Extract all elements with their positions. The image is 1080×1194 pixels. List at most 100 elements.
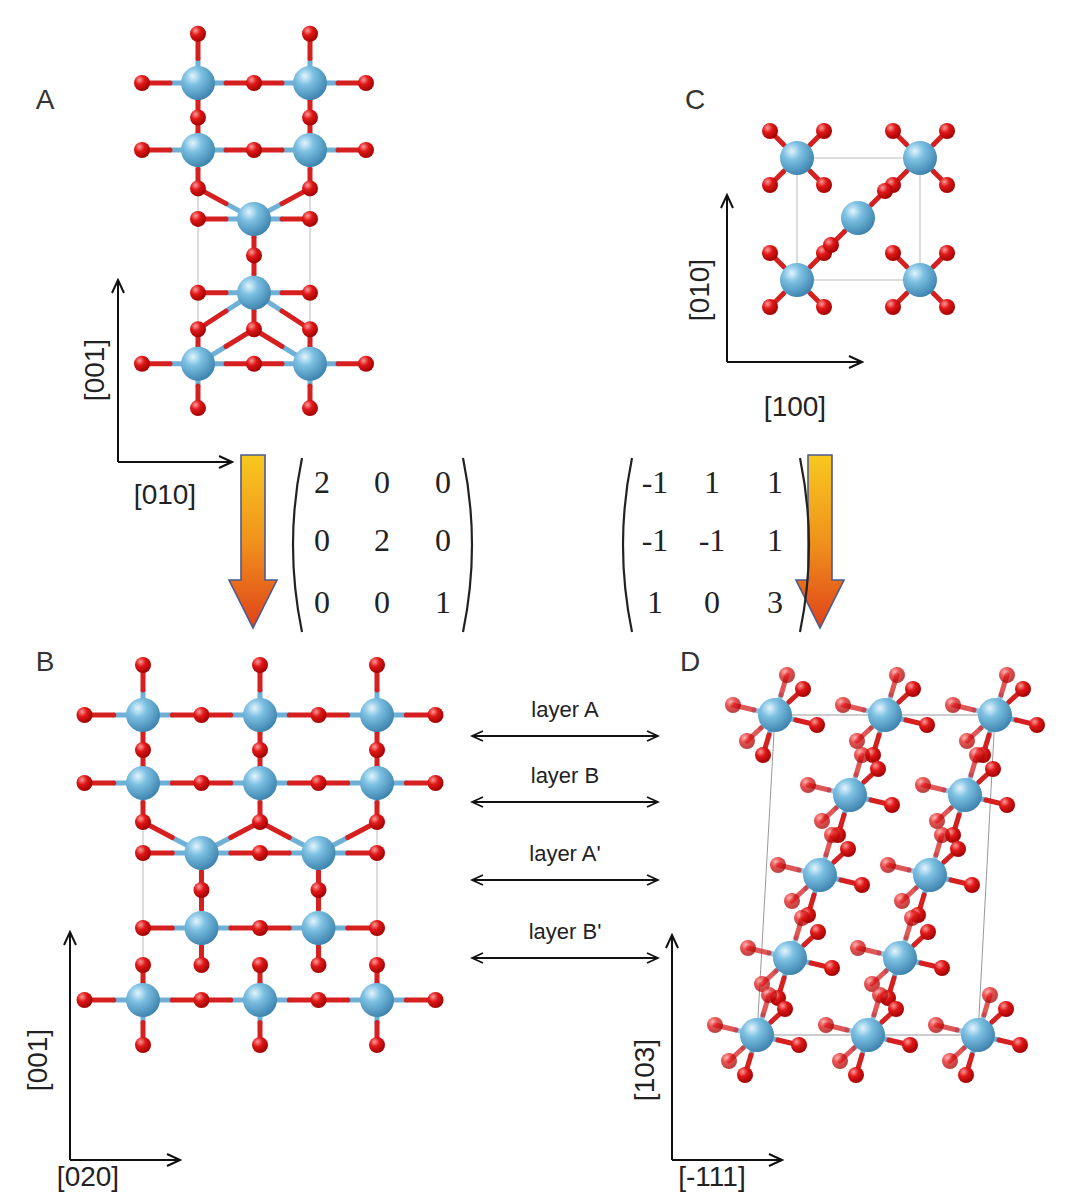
oxygen-atom	[246, 356, 262, 372]
axis-label: [001]	[81, 339, 109, 401]
matrix-entry: 0	[374, 466, 390, 498]
oxygen-atom	[915, 777, 931, 793]
oxygen-atom	[77, 707, 93, 723]
oxygen-atom	[311, 957, 327, 973]
layer-arrow	[472, 801, 658, 803]
oxygen-atom	[707, 1017, 723, 1033]
oxygen-atom	[369, 1037, 385, 1053]
oxygen-atom	[302, 211, 318, 227]
axis-label: [001]	[24, 1029, 52, 1091]
metal-atom	[868, 698, 902, 732]
oxygen-atom	[135, 814, 151, 830]
oxygen-atom	[134, 356, 150, 372]
oxygen-atom	[840, 841, 856, 857]
oxygen-atom	[190, 211, 206, 227]
oxygen-atom	[190, 180, 206, 196]
unit-cell	[797, 158, 920, 280]
axis-arrow	[117, 280, 119, 462]
oxygen-atom	[928, 1017, 944, 1033]
oxygen-atom	[358, 356, 374, 372]
oxygen-atom	[934, 960, 950, 976]
oxygen-atom	[835, 697, 851, 713]
matrix-entry: 1	[647, 586, 663, 618]
oxygen-atom	[252, 920, 268, 936]
oxygen-atom	[929, 813, 945, 829]
metal-atom	[243, 698, 277, 732]
oxygen-atom	[739, 733, 755, 749]
axis-label: [010]	[686, 259, 714, 321]
axis-label: [010]	[134, 481, 196, 509]
oxygen-atom	[740, 940, 756, 956]
oxygen-atom	[302, 285, 318, 301]
oxygen-atom	[762, 123, 778, 139]
metal-atom	[181, 347, 215, 381]
oxygen-atom	[246, 321, 262, 337]
oxygen-atom	[302, 109, 318, 125]
oxygen-atom	[816, 299, 832, 315]
oxygen-atom	[252, 742, 268, 758]
oxygen-atom	[816, 123, 832, 139]
oxygen-atom	[134, 142, 150, 158]
oxygen-atom	[791, 1037, 807, 1053]
matrix-entry: -1	[642, 466, 669, 498]
oxygen-atom	[824, 827, 840, 843]
oxygen-atom	[190, 26, 206, 42]
metal-atom	[302, 911, 336, 945]
oxygen-atom	[311, 707, 327, 723]
oxygen-atom	[311, 882, 327, 898]
oxygen-atom	[194, 957, 210, 973]
oxygen-atom	[762, 177, 778, 193]
metal-atom	[360, 983, 394, 1017]
oxygen-atom	[369, 657, 385, 673]
oxygen-atom	[1029, 717, 1045, 733]
metal-atom	[841, 201, 875, 235]
oxygen-atom	[762, 299, 778, 315]
matrix-entry: 2	[314, 466, 330, 498]
oxygen-atom	[135, 845, 151, 861]
metal-atom	[243, 766, 277, 800]
oxygen-atom	[809, 717, 825, 733]
metal-atom	[302, 836, 336, 870]
matrix-entry: 1	[435, 586, 451, 618]
oxygen-atom	[885, 245, 901, 261]
matrix-entry: 1	[704, 466, 720, 498]
oxygen-atom	[998, 1001, 1014, 1017]
oxygen-atom	[800, 777, 816, 793]
oxygen-atom	[814, 813, 830, 829]
matrix-bracket	[463, 458, 472, 632]
matrix-entry: 0	[435, 524, 451, 556]
oxygen-atom	[77, 775, 93, 791]
oxygen-atom	[982, 987, 998, 1003]
metal-atom	[185, 911, 219, 945]
oxygen-atom	[945, 697, 961, 713]
panel-letter: D	[680, 648, 700, 676]
oxygen-atom	[999, 667, 1015, 683]
metal-atom	[780, 141, 814, 175]
oxygen-atom	[369, 920, 385, 936]
oxygen-atom	[985, 761, 1001, 777]
oxygen-atom	[950, 841, 966, 857]
axis-arrow	[69, 932, 71, 1160]
unit-cell	[757, 715, 995, 1035]
oxygen-atom	[190, 285, 206, 301]
oxygen-atom	[369, 845, 385, 861]
oxygen-atom	[779, 667, 795, 683]
oxygen-atom	[135, 657, 151, 673]
oxygen-atom	[369, 742, 385, 758]
metal-atom	[978, 698, 1012, 732]
oxygen-atom	[428, 775, 444, 791]
metal-atom	[883, 941, 917, 975]
oxygen-atom	[889, 667, 905, 683]
metal-atom	[243, 983, 277, 1017]
layer-label: layer A	[528, 698, 601, 722]
axis-label: [-111]	[678, 1163, 745, 1191]
oxygen-atom	[194, 775, 210, 791]
oxygen-atom	[721, 1053, 737, 1069]
matrix-entry: 1	[767, 524, 783, 556]
oxygen-atom	[870, 761, 886, 777]
oxygen-atom	[762, 245, 778, 261]
layer-arrow	[472, 957, 658, 959]
